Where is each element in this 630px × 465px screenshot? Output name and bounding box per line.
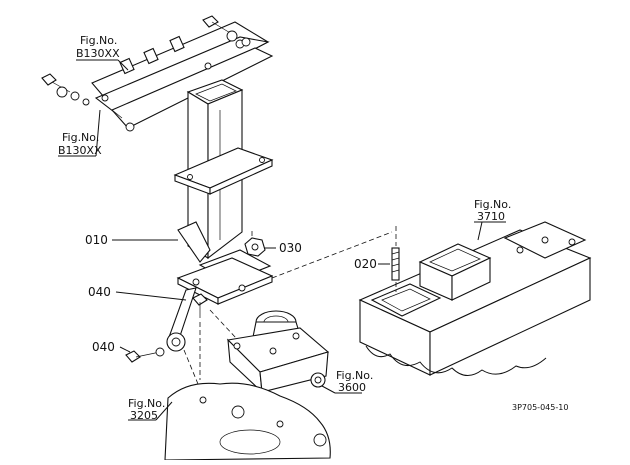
arm-040 [125, 287, 208, 363]
part-number-040-lower: 040 [92, 340, 115, 354]
mid-bracket-side [209, 159, 273, 195]
figure-reference-3710: Fig.No. 3710 [474, 198, 511, 223]
flange-body-side [259, 351, 329, 393]
part-number-030: 030 [279, 241, 302, 255]
figure-reference-top: Fig.No. B130XX [76, 34, 120, 60]
stay-010 [176, 221, 274, 305]
manifold-side [429, 257, 591, 376]
bolt-040-upper [192, 293, 208, 318]
figure-reference-3600: Fig.No. 3600 [336, 369, 373, 394]
stay-bracket [177, 221, 211, 263]
exhaust-manifold [358, 221, 592, 376]
tab-2 [143, 47, 159, 65]
part-number-010: 010 [85, 233, 108, 247]
part-number-040-upper: 040 [88, 285, 111, 299]
ref-top-line-2: B130XX [76, 47, 120, 60]
leader-lines [58, 59, 506, 421]
figure-reference-3205: Fig.No. 3205 [128, 397, 165, 422]
gear-case [164, 382, 331, 461]
tab-1 [119, 57, 135, 75]
port-2-wall-side [451, 257, 491, 301]
mid-bracket [173, 147, 274, 195]
ref-3710-line-1: Fig.No. [474, 198, 511, 211]
nut-030 [244, 237, 266, 257]
port-1 [370, 283, 442, 317]
bolt-left [41, 73, 90, 106]
stud-bolt-020 [391, 247, 400, 281]
base-plate-side [217, 275, 273, 305]
figure-reference-mid: Fig.No. B130XX [58, 131, 102, 157]
plate-hole [101, 94, 109, 102]
bracket-plate-assembly [41, 15, 274, 132]
ref-3205-line-2: 3205 [130, 409, 158, 422]
bolt-top-right [202, 15, 251, 47]
part-number-020: 020 [354, 257, 377, 271]
drawing-code: 3P705-045-10 [512, 403, 568, 412]
assembly-guide-lines [183, 226, 397, 385]
plate-hole [125, 122, 135, 132]
ref-3710-line-2: 3710 [477, 210, 505, 223]
water-flange [226, 310, 330, 394]
ref-mid-line-2: B130XX [58, 144, 102, 157]
ref-3205-line-1: Fig.No. [128, 397, 165, 410]
ref-3600-line-1: Fig.No. [336, 369, 373, 382]
gear-case-body [164, 382, 331, 461]
ref-mid-line-1: Fig.No. [62, 131, 99, 144]
ref-3600-line-2: 3600 [338, 381, 366, 394]
tab-3 [169, 35, 185, 53]
plate-hole [204, 62, 212, 70]
ref-top-line-1: Fig.No. [80, 34, 117, 47]
bolt-040-lower [125, 347, 165, 363]
